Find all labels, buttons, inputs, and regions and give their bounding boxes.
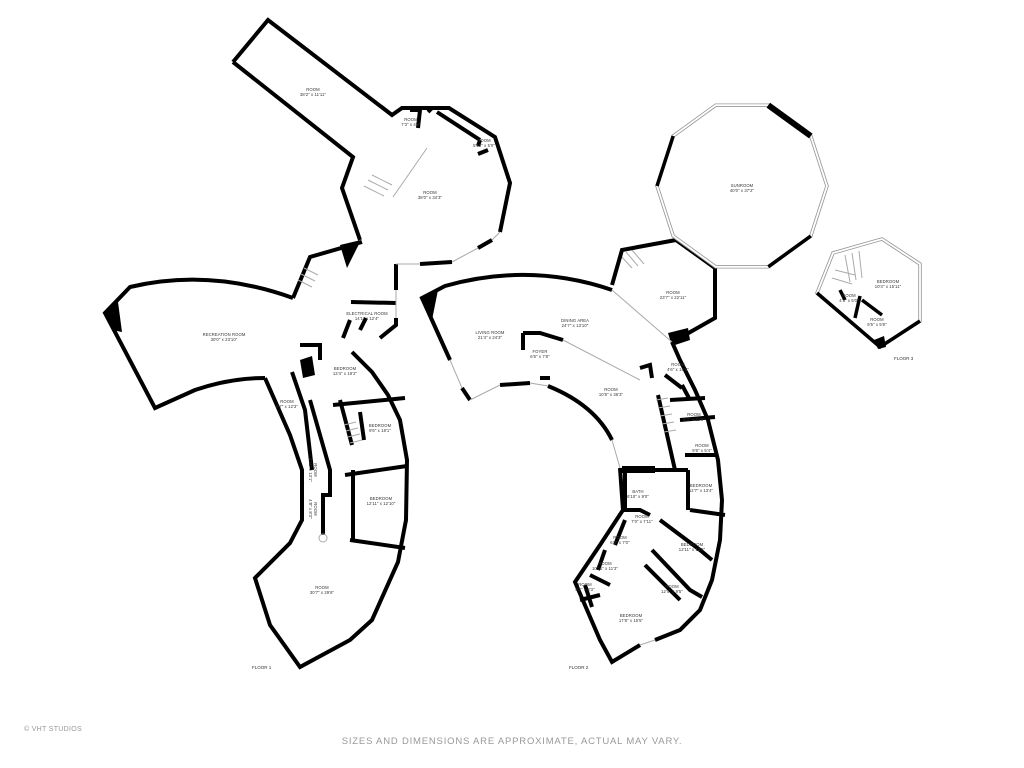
floor-1-walls	[102, 17, 513, 670]
stairs	[297, 174, 393, 444]
wall	[579, 470, 651, 608]
chimney-block	[668, 328, 690, 346]
disclaimer: SIZES AND DIMENSIONS ARE APPROXIMATE, AC…	[341, 736, 683, 747]
floor-2-details	[449, 249, 677, 646]
window	[449, 359, 656, 646]
floor-1-details	[297, 147, 501, 543]
floor-label: FLOOR 2	[569, 665, 589, 670]
opening	[392, 147, 428, 198]
floor-3-walls	[814, 237, 922, 350]
wall	[378, 260, 453, 340]
wall	[338, 399, 366, 540]
wall	[102, 277, 294, 411]
wall	[231, 60, 362, 241]
wall	[767, 234, 812, 269]
chimney-block	[340, 240, 361, 268]
wall	[419, 272, 613, 402]
floor-label: FLOOR 3	[894, 356, 914, 361]
fireplace-block	[422, 290, 438, 320]
wall	[231, 17, 513, 233]
wall	[410, 106, 489, 156]
wall	[477, 238, 493, 250]
wall	[766, 102, 813, 139]
window	[395, 231, 501, 318]
chimney-block	[874, 336, 886, 349]
chimney-block	[300, 356, 315, 378]
chimney-block	[622, 466, 655, 473]
floor-2-walls	[419, 268, 726, 665]
wall	[290, 343, 332, 535]
sunroom-walls	[655, 102, 829, 269]
wall	[252, 350, 410, 670]
wall	[332, 300, 408, 550]
wall	[639, 362, 726, 602]
copyright: © VHT STUDIOS	[24, 726, 82, 733]
wall	[521, 331, 564, 380]
column	[318, 533, 328, 543]
opening	[562, 289, 673, 381]
wall	[655, 135, 675, 187]
stairs	[619, 249, 677, 433]
wall	[684, 268, 717, 337]
stairs	[831, 250, 863, 285]
floor-label: FLOOR 1	[252, 665, 272, 670]
fireplace-block	[105, 302, 122, 332]
